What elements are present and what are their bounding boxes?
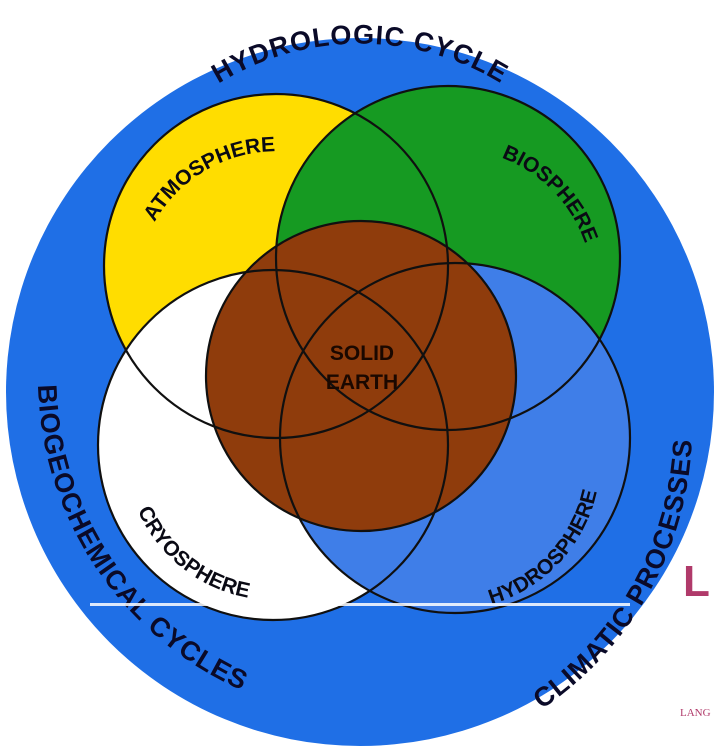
scan-strip	[90, 603, 630, 606]
hydrosphere-arc	[278, 261, 516, 531]
atmosphere-arc	[206, 221, 450, 440]
core-overlap-arcs	[206, 221, 516, 531]
solid-earth-line2: EARTH	[326, 371, 398, 394]
solid-earth-outline	[204, 219, 518, 533]
cropped-edge-text: L	[683, 557, 710, 606]
cryosphere-arc	[206, 268, 450, 531]
solid-earth-line1: SOLID	[330, 342, 394, 365]
solid-earth-circle	[206, 221, 516, 531]
cropped-edge-small-text: LANG	[680, 707, 711, 719]
